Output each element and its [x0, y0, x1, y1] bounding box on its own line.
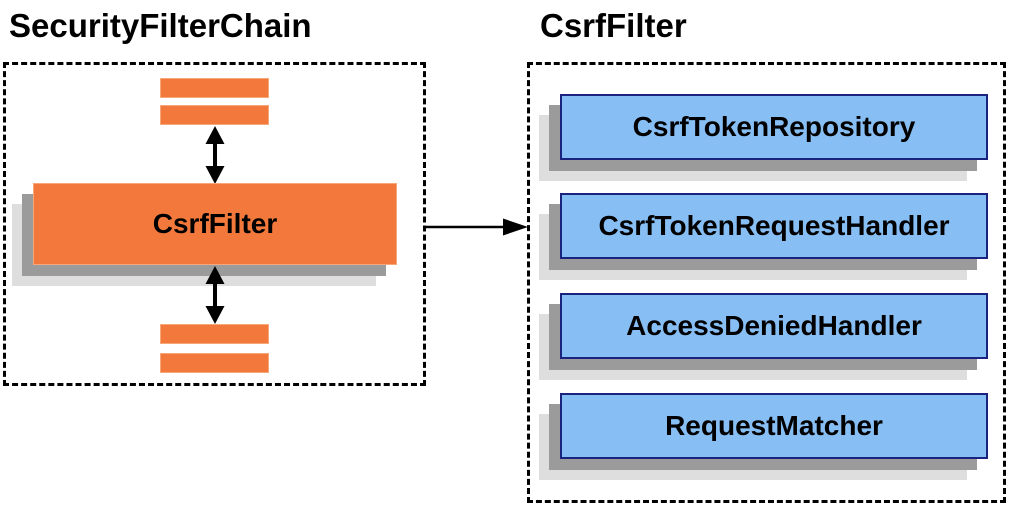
filter-placeholder-bar — [160, 324, 269, 344]
filter-placeholder-bar — [160, 78, 269, 98]
csrf-filter-title: CsrfFilter — [540, 7, 687, 44]
csrf-filter-container — [527, 62, 1006, 503]
component-box-csrf-token-repository: CsrfTokenRepository — [560, 94, 988, 160]
double-arrow-icon — [205, 266, 225, 324]
component-label: RequestMatcher — [665, 410, 883, 441]
filter-placeholder-bar — [160, 105, 269, 125]
flow-arrow-icon — [425, 218, 528, 236]
csrf-filter-box-label: CsrfFilter — [152, 208, 278, 239]
component-label: CsrfTokenRequestHandler — [598, 210, 950, 241]
component-label: AccessDeniedHandler — [626, 310, 922, 341]
csrf-filter-box: CsrfFilter — [33, 183, 397, 265]
component-box-access-denied-handler: AccessDeniedHandler — [560, 293, 988, 359]
filter-placeholder-bar — [160, 353, 269, 373]
component-label: CsrfTokenRepository — [632, 111, 916, 142]
component-box-csrf-token-request-handler: CsrfTokenRequestHandler — [560, 193, 988, 259]
double-arrow-icon — [205, 126, 225, 184]
security-filter-chain-title: SecurityFilterChain — [9, 7, 312, 44]
security-filter-chain-container — [3, 62, 426, 386]
component-box-request-matcher: RequestMatcher — [560, 393, 988, 459]
